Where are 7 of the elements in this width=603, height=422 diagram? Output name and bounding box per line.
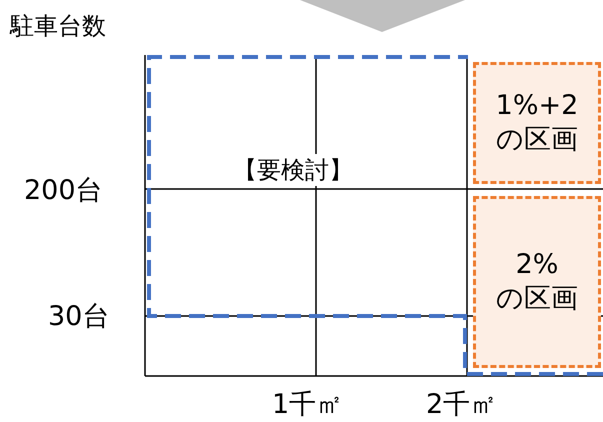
tick-label: 30台: [48, 300, 110, 334]
dashed-box: 1%+2 の区画: [473, 62, 601, 184]
tick-label: 200台: [24, 174, 103, 208]
axis-title: 駐車台数: [10, 11, 106, 42]
tick-label: 2千㎡: [426, 388, 498, 422]
tick-label: 1千㎡: [272, 388, 344, 422]
dashed-box: 2% の区画: [473, 196, 601, 368]
